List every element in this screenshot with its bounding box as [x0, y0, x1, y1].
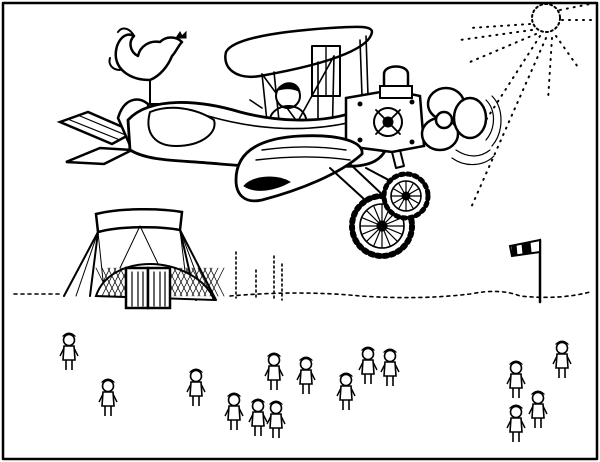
biplane: [56, 25, 502, 259]
spectator-figure: [98, 378, 118, 416]
spectator-figure: [248, 398, 268, 436]
spectator-figure: [59, 332, 79, 370]
spectator-figure: [266, 400, 286, 438]
spectator-figure: [296, 356, 316, 394]
pilot: [249, 82, 307, 119]
spectator-figure: [336, 372, 356, 410]
spectator-figure: [224, 392, 244, 430]
propeller: [420, 86, 502, 166]
spectator-figure: [506, 360, 526, 398]
spectator-figure: [528, 390, 548, 428]
spectators: [59, 332, 572, 442]
horizon-line: [13, 290, 591, 299]
rear-wheel: [381, 171, 431, 221]
spectator-figure: [506, 404, 526, 442]
spectator-figure: [358, 346, 378, 384]
fence-posts: [235, 251, 283, 301]
hangar: [63, 207, 225, 310]
sun-icon: [459, 3, 593, 211]
spectator-figure: [552, 340, 572, 378]
engine: [344, 65, 426, 169]
spectator-figure: [380, 348, 400, 386]
windsock: [508, 238, 542, 304]
spectator-figure: [186, 368, 206, 406]
spectator-figure: [264, 352, 284, 390]
rooster-weathervane: [108, 27, 187, 105]
